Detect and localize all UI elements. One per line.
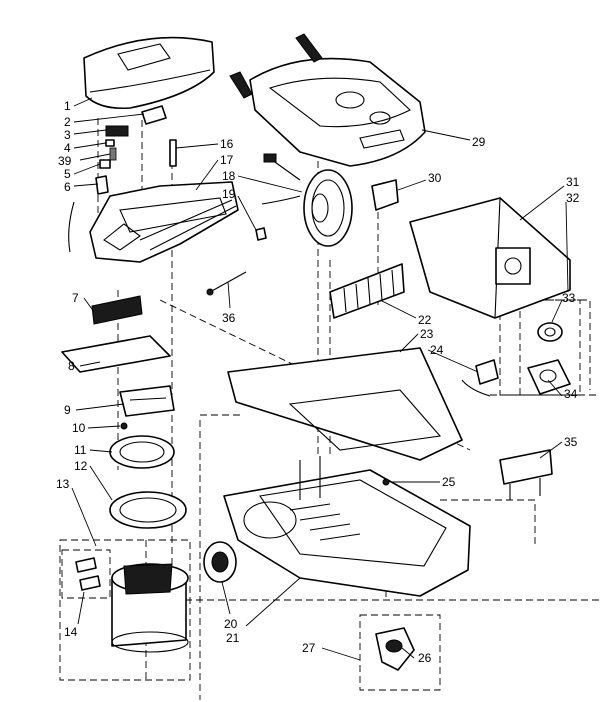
label-3: 3 <box>64 128 71 142</box>
part-23-frame <box>227 347 463 461</box>
part-14-brushes <box>75 557 101 591</box>
callout-labels: 1 2 3 4 39 5 6 7 8 9 10 11 12 13 14 16 1… <box>56 99 580 665</box>
part-11-ring <box>109 435 175 469</box>
part-29-top-housing <box>229 33 426 167</box>
part-17-motor-housing <box>89 181 239 263</box>
label-34: 34 <box>564 387 578 401</box>
part-30-bracket <box>371 179 399 211</box>
label-25: 25 <box>442 475 456 489</box>
part-18-cord-reel <box>261 153 353 247</box>
label-32: 32 <box>566 191 580 205</box>
parts-2-to-6-small-parts <box>68 105 167 253</box>
label-31: 31 <box>566 175 580 189</box>
part-10-screw <box>120 422 128 430</box>
label-16: 16 <box>220 137 234 151</box>
leader-lines <box>71 97 569 661</box>
label-17: 17 <box>220 153 234 167</box>
label-11: 11 <box>74 443 87 457</box>
label-39: 39 <box>58 154 72 168</box>
part-24-cord-end <box>461 359 499 397</box>
label-35: 35 <box>564 435 578 449</box>
part-8-plate <box>61 335 171 373</box>
label-29: 29 <box>472 135 486 149</box>
label-2: 2 <box>64 115 71 129</box>
part-21-base <box>223 456 471 597</box>
part-13-motor <box>111 563 189 653</box>
label-33: 33 <box>562 291 576 305</box>
part-1-top-cover <box>83 36 215 110</box>
part-16-pin <box>169 139 177 167</box>
part-22-grille <box>329 263 405 319</box>
part-12-gasket <box>109 491 187 529</box>
label-27: 27 <box>302 641 316 655</box>
part-9-fan <box>119 385 175 417</box>
label-26: 26 <box>418 651 432 665</box>
label-1: 1 <box>64 99 71 113</box>
label-36: 36 <box>222 311 236 325</box>
label-24: 24 <box>430 343 444 357</box>
part-31-dust-bag <box>409 197 571 319</box>
label-9: 9 <box>64 403 71 417</box>
part-7-filter <box>91 295 143 325</box>
part-25-screw <box>382 478 390 486</box>
label-13: 13 <box>56 477 70 491</box>
part-20-wheel <box>203 541 237 583</box>
part-19-clip <box>255 227 267 241</box>
label-14: 14 <box>64 625 78 639</box>
label-5: 5 <box>64 167 71 181</box>
part-34-bag-holder <box>527 359 571 395</box>
label-8: 8 <box>68 359 75 373</box>
part-33-seal <box>537 322 563 342</box>
label-19: 19 <box>222 187 236 201</box>
label-7: 7 <box>72 291 79 305</box>
label-30: 30 <box>428 171 442 185</box>
label-18: 18 <box>222 169 236 183</box>
label-12: 12 <box>74 459 88 473</box>
label-4: 4 <box>64 141 71 155</box>
label-6: 6 <box>64 180 71 194</box>
label-23: 23 <box>420 327 434 341</box>
part-36-rod <box>206 271 247 296</box>
label-10: 10 <box>72 421 86 435</box>
label-20: 20 <box>224 617 238 631</box>
part-26-nozzle <box>375 627 415 671</box>
part-35-bracket <box>499 449 553 500</box>
label-22: 22 <box>418 313 432 327</box>
label-21: 21 <box>226 631 240 645</box>
